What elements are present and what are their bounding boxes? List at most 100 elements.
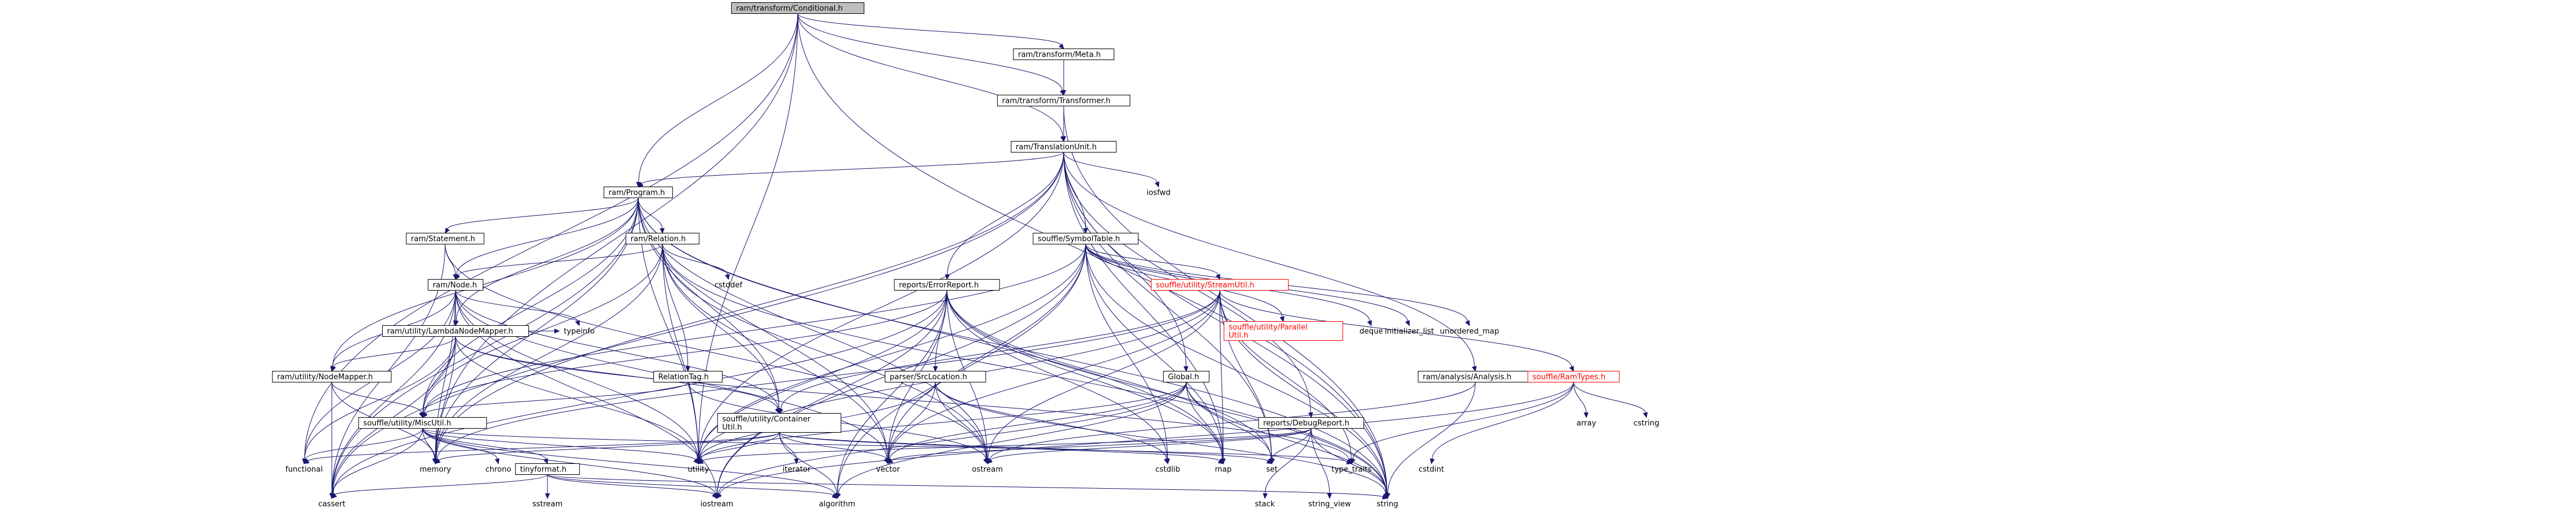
edge-arrowhead bbox=[554, 328, 560, 334]
node-typeinfo: typeinfo bbox=[564, 328, 594, 336]
edge-tinyformat-to-sstream bbox=[545, 474, 550, 499]
edge-arrowhead bbox=[1058, 43, 1064, 50]
edge-line bbox=[935, 382, 1386, 495]
node-analysis[interactable]: ram/analysis/Analysis.h bbox=[1417, 371, 1533, 382]
node-tinyformat[interactable]: tinyformat.h bbox=[515, 463, 580, 475]
node-iterator: iterator bbox=[783, 466, 811, 474]
node-label-cassert: cassert bbox=[318, 500, 345, 509]
edge-ramtypes-to-cstring bbox=[1573, 382, 1648, 418]
node-label-nodemapper: ram/utility/NodeMapper.h bbox=[277, 373, 373, 382]
edge-program-to-lambda bbox=[454, 198, 639, 326]
edge-line bbox=[456, 198, 639, 321]
edge-arrowhead bbox=[685, 366, 691, 372]
edge-tu-to-map bbox=[1063, 152, 1226, 464]
node-debugrep[interactable]: reports/DebugReport.h bbox=[1258, 417, 1364, 429]
node-iostream: iostream bbox=[700, 500, 733, 509]
node-tu[interactable]: ram/TranslationUnit.h bbox=[1011, 141, 1117, 153]
edge-tinyformat-to-string bbox=[547, 474, 1389, 500]
edge-line bbox=[447, 198, 639, 230]
edge-line bbox=[662, 244, 1387, 494]
node-transformer[interactable]: ram/transform/Transformer.h bbox=[997, 95, 1131, 106]
edge-arrowhead bbox=[836, 493, 841, 499]
edge-line bbox=[662, 244, 728, 275]
node-label-parallel: Util.h bbox=[1228, 332, 1248, 340]
edge-line bbox=[891, 428, 1312, 462]
node-box-misc bbox=[358, 417, 487, 429]
edge-line bbox=[888, 244, 1086, 459]
node-statement[interactable]: ram/Statement.h bbox=[406, 233, 484, 244]
node-streamutil[interactable]: souffle/utility/StreamUtil.h bbox=[1150, 279, 1289, 291]
node-symtab[interactable]: souffle/SymbolTable.h bbox=[1032, 233, 1139, 244]
node-node[interactable]: ram/Node.h bbox=[428, 279, 483, 291]
edge-arrowhead bbox=[1263, 493, 1268, 499]
node-cstring: cstring bbox=[1634, 419, 1659, 428]
node-label-meta: ram/transform/Meta.h bbox=[1018, 51, 1101, 60]
edge-line bbox=[435, 13, 798, 459]
node-root[interactable]: ram/transform/Conditional.h bbox=[731, 2, 865, 14]
edge-tu-to-set bbox=[1063, 152, 1274, 464]
edge-arrowhead bbox=[1385, 493, 1391, 499]
node-meta[interactable]: ram/transform/Meta.h bbox=[1013, 49, 1115, 60]
edge-program-to-misc bbox=[420, 198, 639, 418]
edge-root-to-memory bbox=[433, 13, 798, 464]
edge-arrowhead bbox=[1465, 320, 1470, 326]
node-label-analysis: ram/analysis/Analysis.h bbox=[1423, 373, 1511, 382]
edge-tu-to-errreport bbox=[945, 152, 1064, 280]
node-srcloc[interactable]: parser/SrcLocation.h bbox=[884, 371, 986, 382]
edge-streamutil-to-memory bbox=[435, 290, 1220, 464]
edge-debugrep-to-stringview bbox=[1311, 428, 1333, 499]
edge-line bbox=[700, 382, 1187, 460]
node-label-set: set bbox=[1266, 466, 1278, 474]
edge-misc-to-tinyformat bbox=[422, 428, 548, 464]
edge-line bbox=[332, 336, 456, 494]
node-ramtypes[interactable]: souffle/RamTypes.h bbox=[1527, 371, 1620, 382]
node-global[interactable]: Global.h bbox=[1163, 371, 1210, 382]
node-box-transformer bbox=[997, 95, 1131, 106]
edge-line bbox=[1063, 152, 1224, 459]
edge-line bbox=[989, 382, 1476, 460]
edge-arrowhead bbox=[545, 493, 550, 499]
edge-arrowhead bbox=[932, 366, 938, 372]
edge-debugrep-to-ostream bbox=[987, 428, 1312, 464]
node-label-ostream: ostream bbox=[972, 466, 1003, 474]
node-label-streamutil: souffle/utility/StreamUtil.h bbox=[1156, 281, 1254, 290]
edge-arrowhead bbox=[637, 181, 644, 188]
edge-line bbox=[946, 290, 1271, 459]
node-relation[interactable]: ram/Relation.h bbox=[626, 233, 699, 244]
include-nodes: ram/transform/Conditional.h ram/transform… bbox=[272, 2, 1659, 509]
edge-arrowhead bbox=[331, 493, 336, 499]
edge-arrowhead bbox=[1061, 90, 1067, 96]
edge-arrowhead bbox=[1367, 320, 1372, 326]
edge-line bbox=[1085, 244, 1387, 494]
node-lambda[interactable]: ram/utility/LambdaNodeMapper.h bbox=[382, 325, 529, 337]
edge-arrowhead bbox=[1083, 228, 1089, 234]
edge-arrowhead bbox=[1220, 458, 1226, 464]
edge-line bbox=[332, 290, 948, 494]
node-reltag[interactable]: RelationTag.h bbox=[653, 371, 723, 382]
edge-tinyformat-to-iostream bbox=[547, 474, 717, 499]
node-misc[interactable]: souffle/utility/MiscUtil.h bbox=[358, 417, 487, 429]
node-label-srcloc: parser/SrcLocation.h bbox=[890, 373, 967, 382]
edge-line bbox=[332, 198, 639, 494]
node-errreport[interactable]: reports/ErrorReport.h bbox=[894, 279, 1000, 291]
edge-line bbox=[1186, 382, 1387, 494]
edge-lambda-to-misc bbox=[420, 336, 456, 418]
edge-tu-to-iosfwd bbox=[1063, 152, 1160, 188]
node-typetraits: type_traits bbox=[1331, 466, 1372, 474]
edge-line bbox=[1219, 290, 1224, 459]
edge-root-to-tu bbox=[797, 13, 1065, 142]
node-label-vector: vector bbox=[876, 466, 900, 474]
edge-debugrep-to-stack bbox=[1263, 428, 1312, 499]
node-program[interactable]: ram/Program.h bbox=[604, 187, 673, 198]
edge-srcloc-to-ostream bbox=[935, 382, 990, 464]
edge-line bbox=[333, 336, 456, 367]
node-label-cstdint: cstdint bbox=[1419, 466, 1444, 474]
edge-line bbox=[455, 290, 698, 459]
node-label-sstream: sstream bbox=[532, 500, 562, 509]
node-nodemapper[interactable]: ram/utility/NodeMapper.h bbox=[272, 371, 392, 382]
edge-line bbox=[456, 198, 639, 275]
edge-line bbox=[1219, 290, 1352, 459]
edge-arrowhead bbox=[1569, 366, 1574, 372]
